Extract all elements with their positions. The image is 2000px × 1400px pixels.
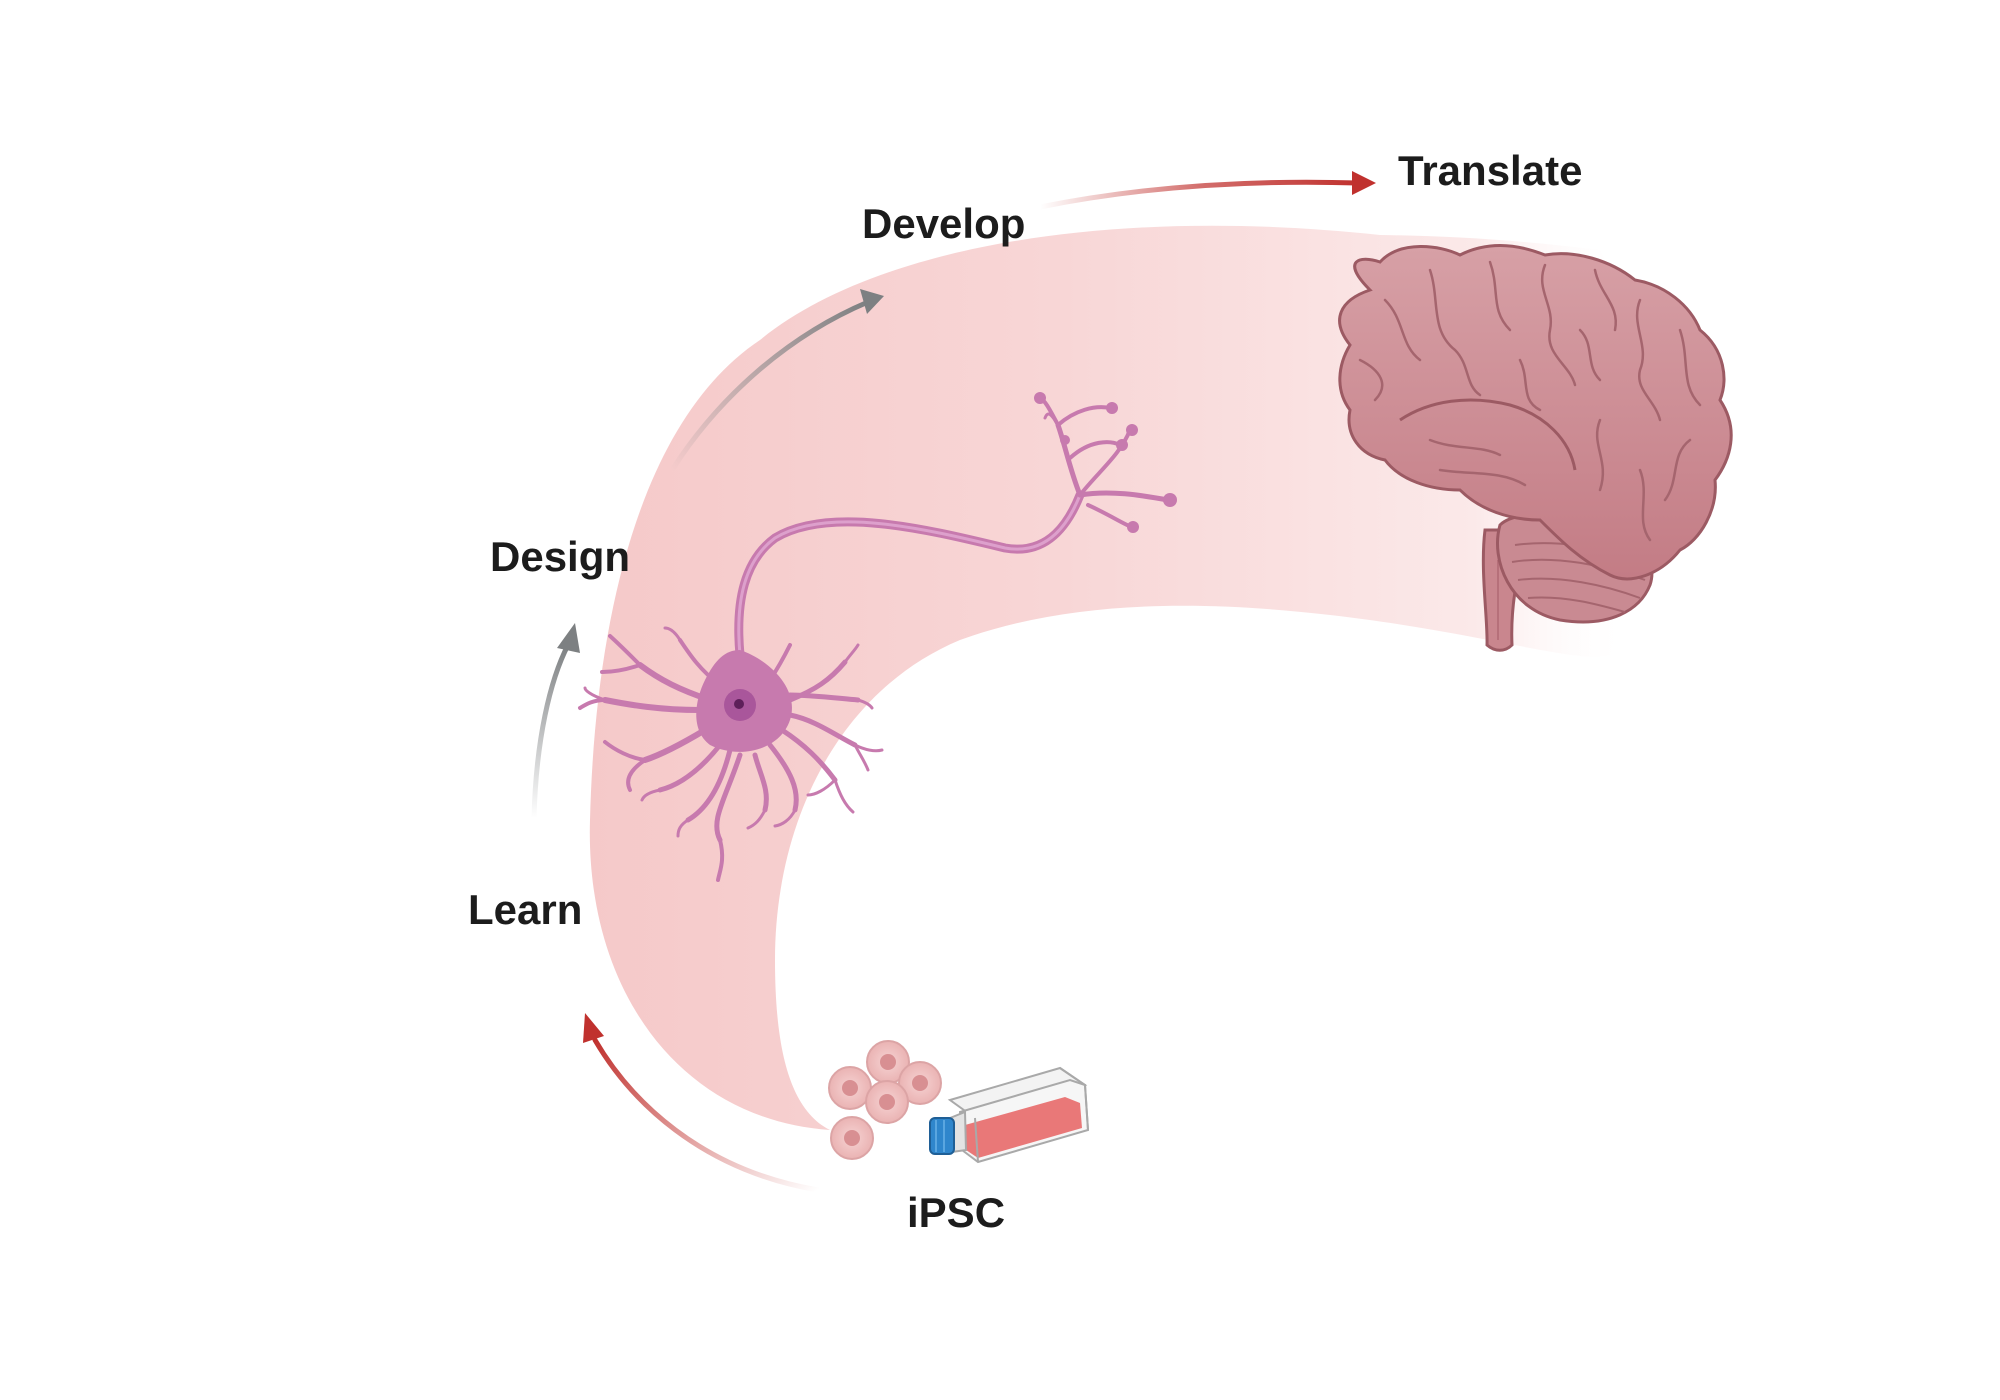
stage-label-design: Design: [490, 533, 631, 580]
arrow-ipsc-to-learn: [583, 1013, 821, 1193]
culture-flask-icon: [929, 1066, 1090, 1164]
arrow-design-to-develop: [669, 289, 884, 473]
arrow-learn-to-design: [531, 623, 580, 821]
brain-icon: [1338, 244, 1733, 652]
stage-label-develop: Develop: [862, 200, 1026, 247]
stem-cells-icon: [828, 1040, 942, 1160]
stage-label-ipsc: iPSC: [907, 1189, 1006, 1236]
neuron-icon: [578, 392, 1177, 882]
stage-label-learn: Learn: [468, 886, 583, 933]
stage-label-translate: Translate: [1398, 147, 1583, 194]
arrow-develop-to-translate: [1037, 171, 1376, 210]
